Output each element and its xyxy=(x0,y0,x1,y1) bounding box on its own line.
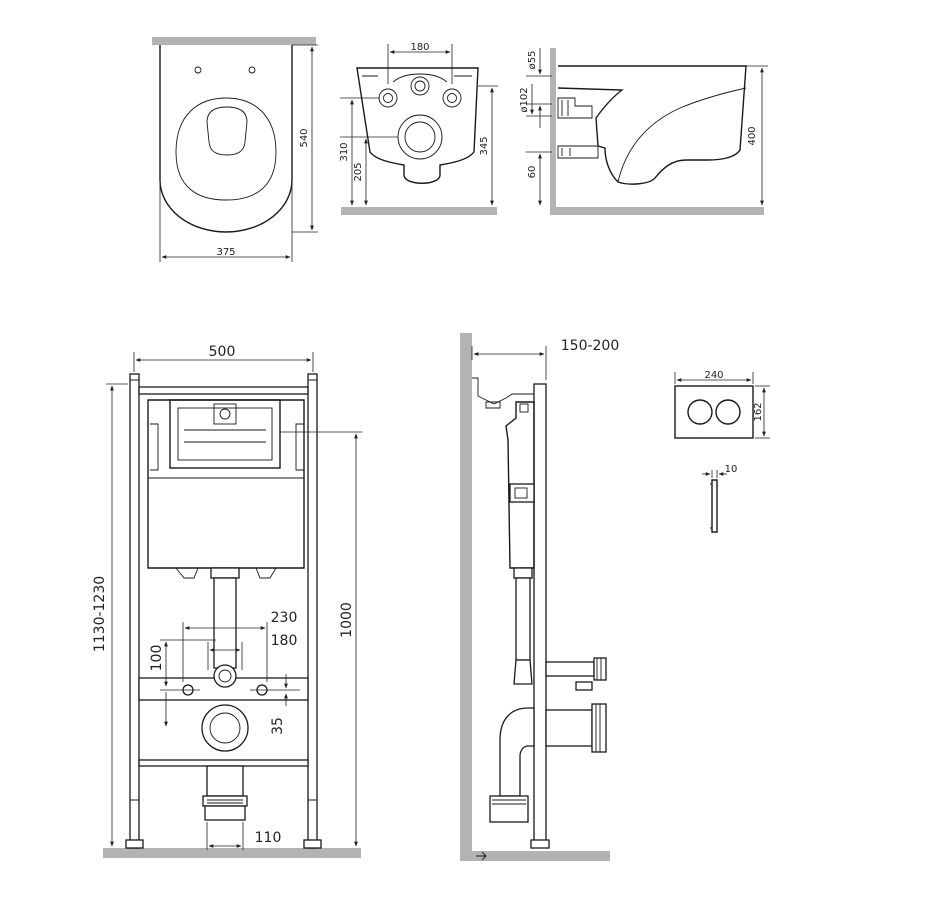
drain-outlet-side xyxy=(545,709,593,747)
bolt-side xyxy=(575,681,593,691)
flush-pipe xyxy=(213,577,237,669)
wall-strip xyxy=(550,48,556,214)
frame-post-left xyxy=(129,373,140,849)
service-opening xyxy=(169,399,281,469)
bowl-back-outline xyxy=(356,67,479,184)
dim-label-230: 230 xyxy=(271,610,298,626)
floor-strip xyxy=(550,207,764,215)
dim-label-10: 10 xyxy=(725,464,738,475)
dim-label-345: 345 xyxy=(479,136,490,155)
bolt-hole-left xyxy=(378,88,398,108)
wall-strip xyxy=(152,37,316,45)
drain-elbow-side xyxy=(499,707,535,797)
bowl-outline xyxy=(159,45,293,233)
flush-pipe-side xyxy=(515,577,531,661)
rim-outline xyxy=(175,97,277,201)
side-view: ø55 ø102 60 400 xyxy=(519,48,768,215)
dim-label-540: 540 xyxy=(299,128,310,147)
bracket-lower xyxy=(557,145,599,159)
foot-right xyxy=(303,839,322,849)
flush-button-large[interactable] xyxy=(715,399,741,425)
frame-side-view: 150-200 xyxy=(460,333,619,861)
dim-label-162: 162 xyxy=(753,402,764,421)
dim-label-35: 35 xyxy=(270,717,286,735)
dim-label-180-frame: 180 xyxy=(271,633,298,649)
flush-plate-front xyxy=(674,385,754,439)
frame-front-view: 500 1130-1230 1000 230 180 100 35 110 xyxy=(92,344,362,858)
dim-label-60: 60 xyxy=(527,166,538,179)
floor-strip xyxy=(460,851,610,861)
bracket-upper xyxy=(557,97,593,119)
dim-label-400: 400 xyxy=(747,126,758,145)
wall-anchor xyxy=(472,377,534,405)
flush-plate-profile xyxy=(711,479,718,533)
floor-strip xyxy=(103,848,361,858)
drain-elbow-front xyxy=(206,765,244,797)
frame-post-right xyxy=(307,373,318,849)
dim-label-180: 180 xyxy=(410,42,429,53)
dim-label-310: 310 xyxy=(339,142,350,161)
water-inlet xyxy=(410,76,430,96)
dim-label-110: 110 xyxy=(255,830,282,846)
mount-hole-left xyxy=(194,66,202,74)
arrow-icon xyxy=(476,851,487,861)
dim-label-55: ø55 xyxy=(527,51,538,70)
dim-label-500: 500 xyxy=(209,344,236,360)
foot-left xyxy=(125,839,144,849)
dim-label-205: 205 xyxy=(353,162,364,181)
back-view: 180 310 205 345 xyxy=(339,42,498,215)
drain-pipe-front xyxy=(201,704,249,752)
bowl-opening xyxy=(206,106,248,156)
flush-button-small[interactable] xyxy=(687,399,713,425)
dim-label-240: 240 xyxy=(704,370,723,381)
flush-outlet-side xyxy=(545,661,595,677)
frame-post-side xyxy=(533,383,547,847)
top-rail xyxy=(138,386,309,395)
wall-strip xyxy=(460,333,472,861)
top-view: 375 540 xyxy=(152,37,318,262)
dim-label-102: ø102 xyxy=(519,87,530,112)
side-valve xyxy=(509,483,535,503)
flush-outlet xyxy=(213,664,237,688)
flush-plate: 240 162 10 xyxy=(674,370,770,533)
dim-label-100: 100 xyxy=(149,645,165,672)
floor-strip xyxy=(341,207,497,215)
dim-label-150-200: 150-200 xyxy=(561,338,620,354)
bottom-rail xyxy=(138,759,309,767)
bowl-profile xyxy=(557,65,747,185)
dim-label-375: 375 xyxy=(216,247,235,258)
mount-hole-right xyxy=(248,66,256,74)
bowl-inner-curve xyxy=(617,87,747,183)
dim-label-1000: 1000 xyxy=(339,602,355,638)
dim-label-height: 1130-1230 xyxy=(92,576,108,652)
bolt-hole-right xyxy=(442,88,462,108)
cistern-side xyxy=(505,401,535,569)
